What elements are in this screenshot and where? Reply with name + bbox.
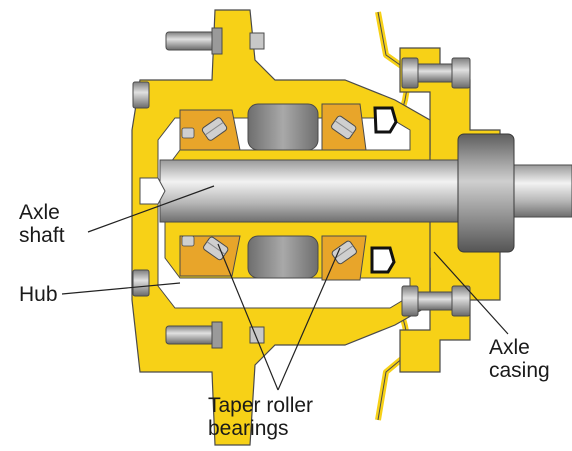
wheel-stud-top [165,27,265,55]
taper-roller-bearings-label: Taper roller bearings [208,394,313,440]
leader-axle-shaft [87,185,215,233]
bearings-label-line2: bearings [208,417,289,440]
casing-bolt-top [401,57,471,89]
hub-bolt-top [132,81,150,109]
casing-bolt-bottom [401,285,471,317]
leader-hub [61,282,181,295]
bearing-spacer-top [247,103,319,151]
bearing-spacer-bottom [247,235,319,279]
roller-small-bottom [181,235,195,247]
hub-label: Hub [19,283,58,306]
axle-shaft-label: Axle shaft [19,201,65,247]
leader-bearing-right [277,247,341,391]
bearings-label-line1: Taper roller [208,394,314,417]
axle-casing-label-line1: Axle [489,336,530,359]
taper-roller-top-left [201,117,228,141]
oil-seal-top [373,106,398,134]
axle-casing-label: Axle casing [489,336,550,382]
axle-shaft-label-line2: shaft [19,224,65,247]
leader-axle-casing [433,251,509,335]
roller-small-top [181,127,195,139]
axle-casing-label-line2: casing [489,359,550,382]
hub-label-text: Hub [19,283,58,306]
axle-shaft [159,159,481,223]
axle-shaft-flange [457,133,515,253]
hub-bolt-bottom [132,269,150,297]
leader-bearing-left [217,243,279,391]
taper-roller-top-right [331,115,357,140]
axle-shaft-label-line1: Axle [19,201,60,224]
oil-seal-bottom [370,246,396,274]
hub-center-notch [139,177,166,205]
